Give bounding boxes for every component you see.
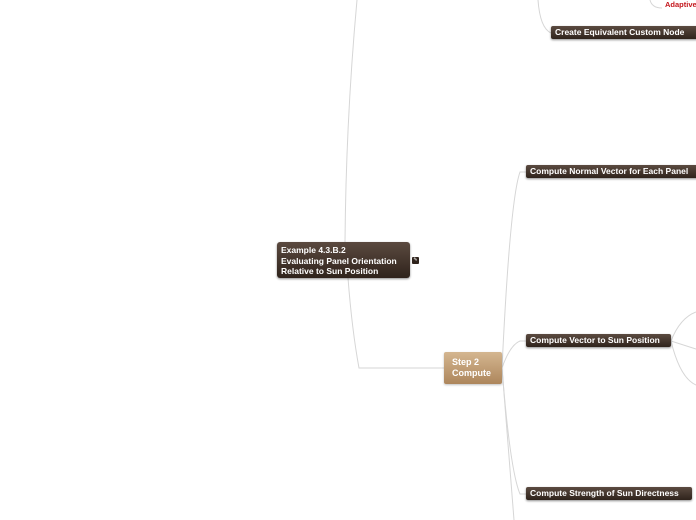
create-custom-node-topic[interactable]: Create Equivalent Custom Node (551, 26, 696, 39)
connector-vector-child-3 (670, 340, 696, 386)
step-topic[interactable]: Step 2 Compute (444, 352, 502, 384)
sun-vector-topic[interactable]: Compute Vector to Sun Position (526, 334, 671, 347)
connector-normal (501, 171, 526, 369)
connector-vector-child-2 (670, 340, 696, 350)
central-topic-line-1: Example 4.3.B.2 (281, 245, 346, 255)
connector-root-up (344, 0, 358, 243)
connector-vector (501, 340, 526, 369)
central-topic-line-3: Relative to Sun Position (281, 266, 379, 276)
step-topic-line-2: Compute (452, 368, 491, 378)
connector-bottom (501, 367, 515, 520)
normal-vector-topic[interactable]: Compute Normal Vector for Each Panel (526, 165, 696, 178)
connector-root-step (347, 277, 444, 369)
connector-adaptive (649, 0, 663, 9)
central-topic[interactable]: Example 4.3.B.2 Evaluating Panel Orienta… (277, 242, 410, 278)
connector-strength (501, 367, 526, 495)
step-topic-line-1: Step 2 (452, 357, 480, 367)
note-icon[interactable]: ✎ (412, 257, 419, 264)
sun-strength-topic[interactable]: Compute Strength of Sun Directness (526, 487, 692, 500)
central-topic-line-2: Evaluating Panel Orientation (281, 255, 397, 266)
adaptive-topic[interactable]: Adaptive (665, 0, 696, 9)
connector-vector-child-1 (670, 311, 696, 342)
connector-create (537, 0, 552, 34)
